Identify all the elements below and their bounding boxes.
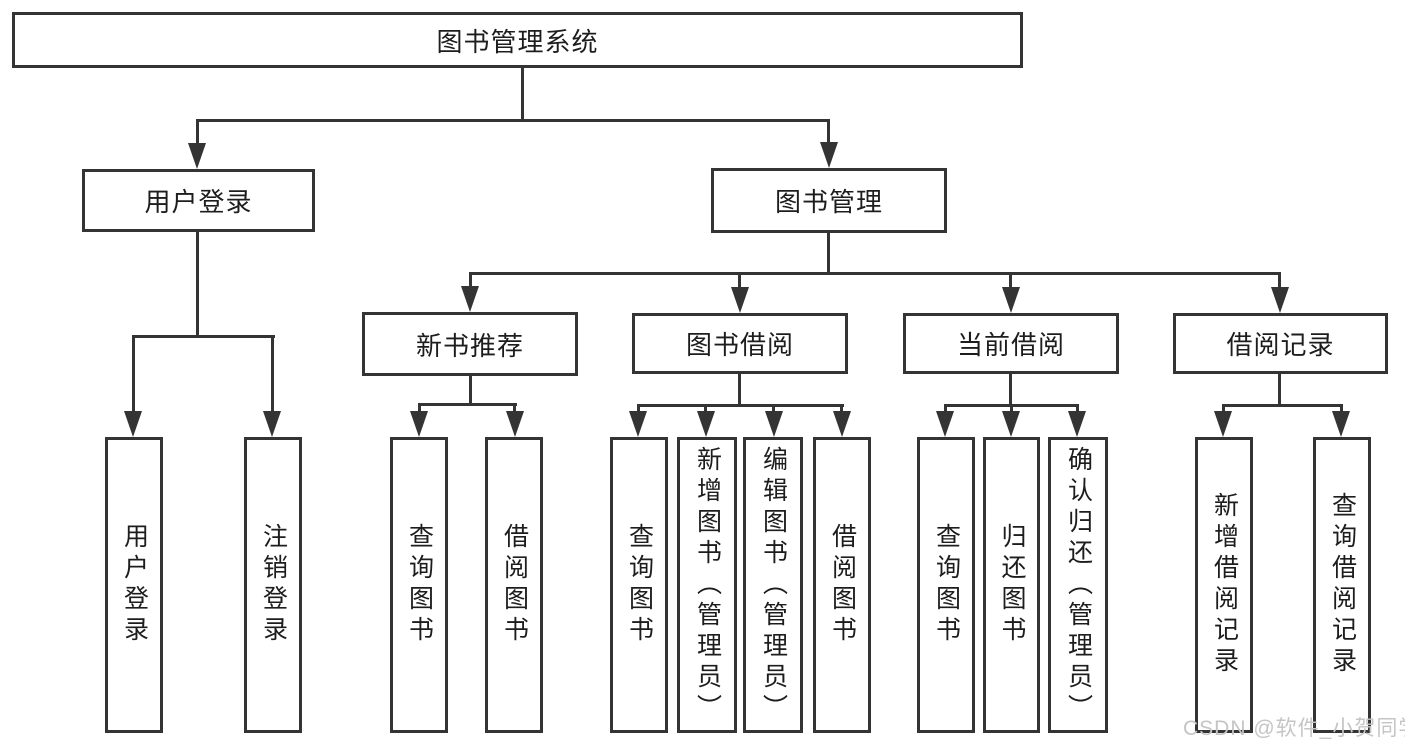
leaf-label: 用户登录 <box>120 523 149 647</box>
leaf-return-book: 归还图书 <box>983 437 1040 733</box>
arrow-down-icon <box>765 411 783 437</box>
leaf-query-books-2: 查询图书 <box>610 437 668 733</box>
node-label: 图书管理 <box>774 187 883 217</box>
connector-line <box>637 404 844 407</box>
connector-line <box>637 404 640 413</box>
arrow-down-icon <box>629 411 647 437</box>
arrow-down-icon <box>1332 411 1350 437</box>
connector-line <box>513 403 516 413</box>
leaf-label: 新增图书（管理员） <box>693 445 722 725</box>
leaf-label: 查询图书 <box>625 523 654 647</box>
connector-line <box>1009 374 1012 407</box>
connector-line <box>840 404 843 413</box>
leaf-logout: 注销登录 <box>244 437 302 733</box>
connector-line <box>1076 404 1079 413</box>
leaf-label: 确认归还（管理员） <box>1064 445 1093 725</box>
connector-line <box>772 404 775 413</box>
arrow-down-icon <box>1068 411 1086 437</box>
connector-line <box>132 335 135 413</box>
leaf-label: 查询图书 <box>405 523 434 647</box>
connector-line <box>418 403 517 406</box>
connector-line <box>196 232 199 338</box>
connector-line <box>196 119 199 146</box>
connector-line <box>1340 404 1343 413</box>
leaf-query-books-3: 查询图书 <box>917 437 975 733</box>
connector-line <box>132 335 275 338</box>
connector-line <box>827 233 830 275</box>
leaf-borrow-books-1: 借阅图书 <box>485 437 543 733</box>
connector-line <box>418 403 421 413</box>
connector-line <box>1222 404 1343 407</box>
connector-line <box>271 335 274 413</box>
connector-line <box>738 374 741 407</box>
connector-line <box>1278 374 1281 407</box>
leaf-label: 编辑图书（管理员） <box>759 445 788 725</box>
leaf-label: 新增借阅记录 <box>1210 492 1239 678</box>
arrow-down-icon <box>1214 411 1232 437</box>
node-label: 当前借阅 <box>956 330 1065 360</box>
arrow-down-icon <box>936 411 954 437</box>
node-current-borrow: 当前借阅 <box>903 313 1119 374</box>
node-label: 新书推荐 <box>415 330 524 361</box>
leaf-add-borrow-record: 新增借阅记录 <box>1195 437 1253 733</box>
arrow-down-icon <box>410 411 428 437</box>
leaf-label: 借阅图书 <box>500 523 529 647</box>
arrow-down-icon <box>697 411 715 437</box>
leaf-label: 查询图书 <box>932 523 961 647</box>
leaf-query-borrow-record: 查询借阅记录 <box>1313 437 1371 733</box>
node-book-borrow: 图书借阅 <box>632 313 848 374</box>
leaf-label: 归还图书 <box>998 523 1026 647</box>
connector-line <box>196 119 830 122</box>
leaf-label: 注销登录 <box>259 523 288 647</box>
node-user-login: 用户登录 <box>82 169 315 232</box>
leaf-user-login: 用户登录 <box>105 437 163 733</box>
connector-line <box>1010 404 1013 413</box>
arrow-down-icon <box>1271 287 1289 313</box>
leaf-label: 借阅图书 <box>828 523 857 647</box>
arrow-down-icon <box>1002 287 1020 313</box>
node-label: 用户登录 <box>144 187 253 217</box>
node-root-system: 图书管理系统 <box>12 12 1023 68</box>
arrow-down-icon <box>1002 411 1020 437</box>
leaf-edit-book-admin: 编辑图书（管理员） <box>743 437 803 733</box>
leaf-confirm-return-admin: 确认归还（管理员） <box>1048 437 1108 733</box>
csdn-watermark: CSDN @软件_小贺同学 <box>1183 717 1405 740</box>
connector-line <box>469 272 1281 275</box>
node-borrow-records: 借阅记录 <box>1173 313 1388 374</box>
connector-line <box>521 68 524 122</box>
arrow-down-icon <box>188 143 206 169</box>
node-label: 图书借阅 <box>685 330 794 360</box>
leaf-query-books-1: 查询图书 <box>390 437 448 733</box>
connector-line <box>827 119 830 145</box>
connector-line <box>469 376 472 406</box>
arrow-down-icon <box>263 411 281 437</box>
arrow-down-icon <box>124 411 142 437</box>
arrow-down-icon <box>820 142 838 168</box>
connector-line <box>1222 404 1225 413</box>
connector-line <box>738 272 741 289</box>
connector-line <box>1009 272 1012 289</box>
leaf-borrow-books-2: 借阅图书 <box>813 437 871 733</box>
connector-line <box>1278 272 1281 289</box>
node-label: 借阅记录 <box>1226 330 1335 360</box>
arrow-down-icon <box>506 411 524 437</box>
leaf-add-book-admin: 新增图书（管理员） <box>677 437 737 733</box>
leaf-label: 查询借阅记录 <box>1328 492 1357 678</box>
connector-line <box>944 404 947 413</box>
arrow-down-icon <box>833 411 851 437</box>
arrow-down-icon <box>461 286 479 312</box>
connector-line <box>704 404 707 413</box>
connector-line <box>469 272 472 288</box>
node-book-management: 图书管理 <box>711 168 947 233</box>
node-label: 图书管理系统 <box>436 26 599 57</box>
node-new-book-recommend: 新书推荐 <box>362 312 578 376</box>
arrow-down-icon <box>731 287 749 313</box>
